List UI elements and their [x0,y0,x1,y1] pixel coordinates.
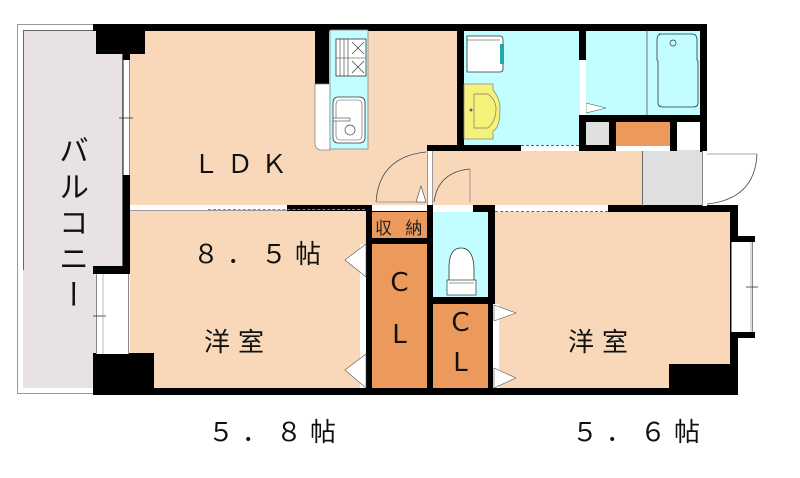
entrance [643,150,703,206]
closet-left-door-strip[interactable] [360,244,366,388]
western-right-name: 洋室 [568,328,637,358]
western-right-size: ５．６帖 [572,418,709,448]
wall-ldk-bottom [287,205,367,211]
wall-closet-top-left [366,205,372,395]
washroom-door[interactable] [521,145,579,151]
wall-right-window-top [730,236,755,242]
western-left-size: ５．８帖 [208,418,345,448]
stove-icon [335,38,367,77]
window-ldk[interactable] [123,60,130,175]
sink-icon [332,96,366,144]
wall-top [93,24,707,31]
wall-right-upper [700,24,707,152]
ldk-label: ＬＤＫ ８．５帖 [193,90,329,300]
closet-right-c: C [451,308,470,338]
wall-toilet-bottom [427,297,495,304]
balcony-lower-floor [23,270,95,388]
washing-machine-icon [466,35,504,73]
door-arc-entrance [706,153,758,205]
entrance-divider [642,151,643,206]
toilet-door[interactable] [433,205,473,212]
utility-box-orange [616,122,670,146]
dashed-rail-left [208,209,365,210]
bathroom [584,30,702,116]
storage-top-white [372,205,427,212]
wall-bottom [93,388,738,395]
balcony-label: バルコニー [53,135,88,315]
western-left-name: 洋室 [204,328,273,358]
closet-left-l: L [392,320,407,350]
wall-left-mid [123,175,130,270]
closet-left-c: C [390,268,409,298]
washbasin-icon [463,83,501,140]
utility-box-white [616,146,670,151]
wall-toilet-top [473,205,493,212]
wall-utility-bottom [579,145,616,151]
wall-utility-right [670,115,677,151]
closet-right-l: L [453,348,468,378]
sliding-door-right-room[interactable] [495,205,550,212]
bathtub-icon [646,30,699,115]
storage-box [372,212,427,239]
ldk-size: ８．５帖 [193,240,330,270]
wall-utility-bottom2 [670,145,677,151]
ldk-room [127,30,462,210]
hallway [430,150,645,210]
closet-left-label: C L [372,243,427,388]
door-arc-hall [433,168,471,203]
wall-right-window-bottom [730,332,755,338]
wall-washroom-left [457,24,464,151]
pillar-bottom-right [669,364,738,395]
wall-entrance-bottom [493,205,738,212]
window-right-pane [732,242,750,332]
wall-bath-bottom [579,115,707,122]
door-triangle-hall [415,184,427,203]
wall-left-notch [93,266,130,274]
western-room-right [493,212,730,388]
wall-left-upper [123,24,130,62]
closet-right-door-strip[interactable] [493,304,499,388]
wall-utility-mid [609,115,616,151]
sliding-door-right-room-2 [550,205,608,212]
fixtures-layer [93,29,758,389]
hall-vertical-line [427,151,433,206]
western-right-label: 洋室 ５．６帖 [568,268,708,478]
closet-door-triangles [344,243,517,389]
sliding-door-left-room[interactable] [130,205,287,211]
closet-right [433,303,488,388]
closet-left [372,243,427,388]
utility-box-gray [585,122,609,146]
ldk-name: ＬＤＫ [193,150,296,180]
storage-label: 収 納 [375,219,427,239]
window-west-left[interactable] [96,274,129,354]
closet-right-label: C L [433,303,488,388]
wall-storage-bottom [366,238,433,244]
toilet-icon [446,247,477,296]
wall-washroom-bottom [427,145,521,151]
wall-bath-left [579,24,586,60]
pillar-top-left [96,24,145,54]
western-left-label: 洋室 ５．８帖 [204,268,344,478]
wall-bath-left-lower [579,115,586,151]
entrance-door-gap[interactable] [702,151,707,206]
western-room-left [130,210,367,388]
